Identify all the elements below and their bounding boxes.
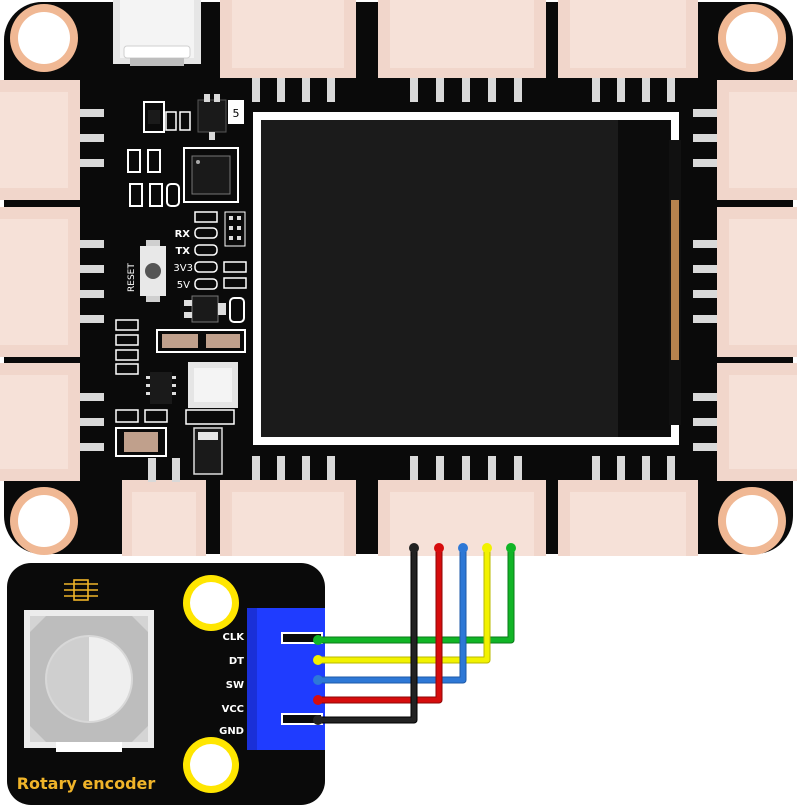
mounting-hole-top-left [10,4,78,72]
smd-parts-lower [115,295,246,475]
left-connector-1 [0,80,104,200]
chip-mark: 5 [233,107,240,120]
right-connector-1 [693,80,797,200]
silk-label-reset: RESET [127,263,137,292]
smd-parts-mid [194,211,247,290]
encoder-pin-label-vcc: VCC [222,704,244,715]
mcu-chip [183,147,239,203]
right-connector-3 [693,363,797,481]
left-connector-3 [0,363,104,481]
bottom-connector-3 [558,456,698,556]
encoder-mounting-hole-top [183,575,239,631]
encoder-mounting-hole-bottom [183,737,239,793]
encoder-knob[interactable] [24,610,154,752]
encoder-pin-label-sw: SW [226,680,244,691]
mounting-hole-top-right [718,4,786,72]
bottom-connector-small [122,458,206,556]
top-connector-1 [220,0,356,102]
encoder-pin-label-clk: CLK [223,632,246,643]
silk-label-rx: RX [175,229,191,240]
encoder-pin-label-dt: DT [229,656,244,667]
wire-black-gnd [314,544,418,724]
right-connector-2 [693,207,797,357]
top-connector-3 [558,0,698,102]
wires [314,544,515,724]
usb-c-port [113,0,201,66]
silk-label-tx: TX [175,246,190,257]
voltage-regulator-chip: 5 [197,94,244,140]
smd-parts-top [127,101,191,207]
encoder-pin-label-gnd: GND [219,726,244,737]
bottom-connector-1 [220,456,356,556]
mounting-hole-bottom-left [10,487,78,555]
mounting-hole-bottom-right [718,487,786,555]
reset-button-cap[interactable] [145,263,161,279]
main-board: 5 [0,0,797,556]
encoder-title: Rotary encoder [17,774,156,793]
silk-label-5v: 5V [177,280,190,291]
silk-label-3v3: 3V3 [173,263,193,274]
left-connector-2 [0,207,104,357]
reset-button[interactable] [140,240,166,302]
encoder-pin-header-icon [64,579,98,601]
rotary-encoder-module: Rotary encoder CLK DT SW VCC GND [7,563,325,805]
top-connector-2 [378,0,546,102]
lcd-screen [253,112,681,445]
wire-endpoints [313,543,516,725]
